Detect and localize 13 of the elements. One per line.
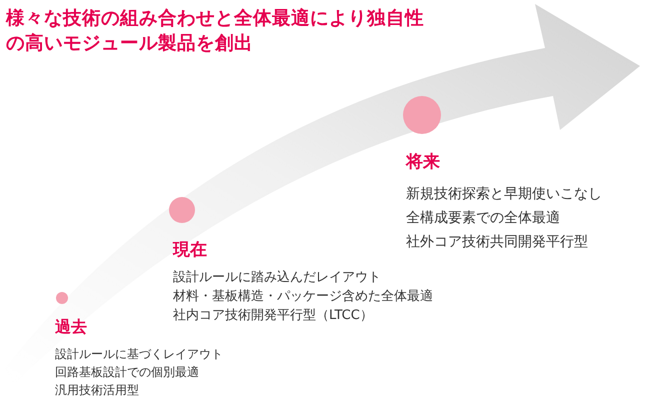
stage-description: 汎用技術活用型: [55, 382, 139, 399]
stage-description: 新規技術探索と早期使いこなし: [406, 185, 602, 204]
title: 様々な技術の組み合わせと全体最適により独自性の高いモジュール製品を創出: [6, 6, 425, 56]
stage-description: 社内コア技術開発平行型（LTCC）: [173, 307, 373, 325]
stage-description: 社外コア技術共同開発平行型: [406, 233, 588, 252]
stage-heading: 過去: [55, 317, 87, 337]
stage-heading: 将来: [406, 152, 440, 173]
stage-heading: 現在: [173, 240, 207, 261]
stage-description: 全構成要素での全体最適: [406, 209, 560, 228]
stage-description: 回路基板設計での個別最適: [55, 364, 199, 381]
stage-description: 設計ルールに踏み込んだレイアウト: [173, 269, 381, 287]
stage-description: 材料・基板構造・パッケージ含めた全体最適: [173, 288, 433, 306]
stage-description: 設計ルールに基づくレイアウト: [55, 346, 223, 363]
